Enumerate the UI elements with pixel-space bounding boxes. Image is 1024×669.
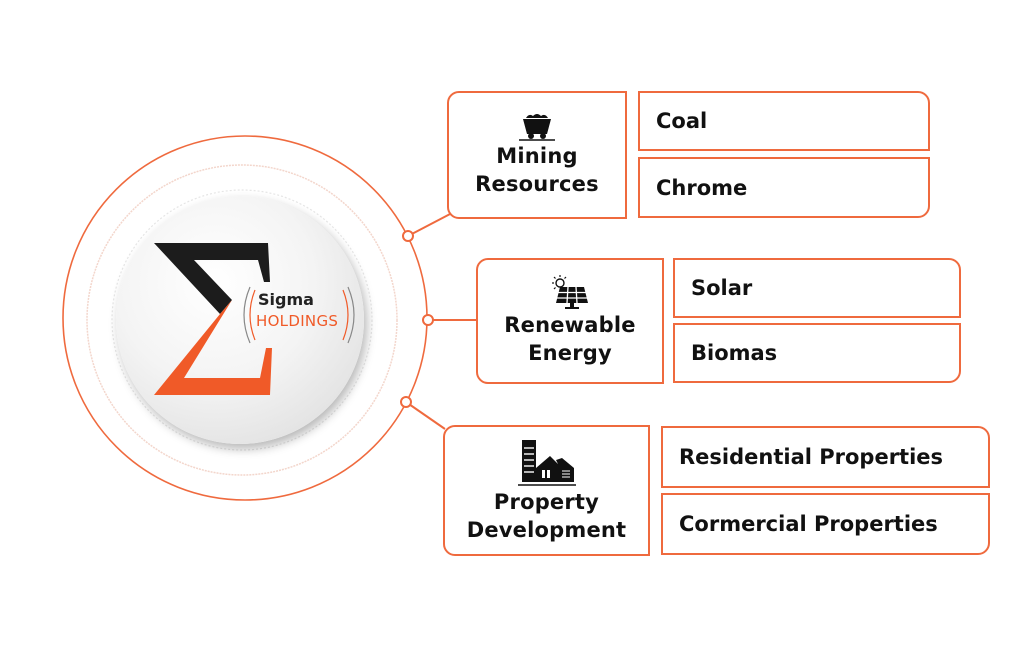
buildings-icon xyxy=(517,439,576,486)
logo-disc xyxy=(116,196,364,444)
category-label-line1: Mining xyxy=(496,144,578,168)
mining-cart-icon xyxy=(519,114,555,141)
item-cormercial-properties[interactable]: Cormercial Properties xyxy=(661,493,990,555)
logo-brackets xyxy=(243,286,355,344)
node-renewable xyxy=(422,314,434,326)
solar-panel-icon xyxy=(552,275,588,309)
category-label-line2: Development xyxy=(466,517,627,542)
category-property-development[interactable]: Property Development xyxy=(443,425,650,556)
category-label-line2: Resources xyxy=(475,172,599,196)
logo-text-holdings: HOLDINGS xyxy=(256,312,339,330)
category-label-line2: Energy xyxy=(528,341,612,365)
faint-ring-2 xyxy=(111,189,373,451)
item-solar[interactable]: Solar xyxy=(673,258,961,318)
item-chrome[interactable]: Chrome xyxy=(638,157,930,218)
node-property xyxy=(400,396,412,408)
category-mining-resources[interactable]: Mining Resources xyxy=(447,91,627,219)
category-label-line1: Property xyxy=(493,489,600,514)
node-mining xyxy=(402,230,414,242)
category-label-line1: Renewable xyxy=(504,313,636,337)
item-coal[interactable]: Coal xyxy=(638,91,930,151)
logo-text-sigma: Sigma xyxy=(258,290,314,309)
category-renewable-energy[interactable]: Renewable Energy xyxy=(476,258,664,384)
item-residential-properties[interactable]: Residential Properties xyxy=(661,426,990,488)
connector-property xyxy=(405,401,446,430)
connector-mining xyxy=(407,212,453,237)
faint-ring-1 xyxy=(86,164,398,476)
sigma-logo-icon xyxy=(154,243,272,395)
item-biomas[interactable]: Biomas xyxy=(673,323,961,383)
